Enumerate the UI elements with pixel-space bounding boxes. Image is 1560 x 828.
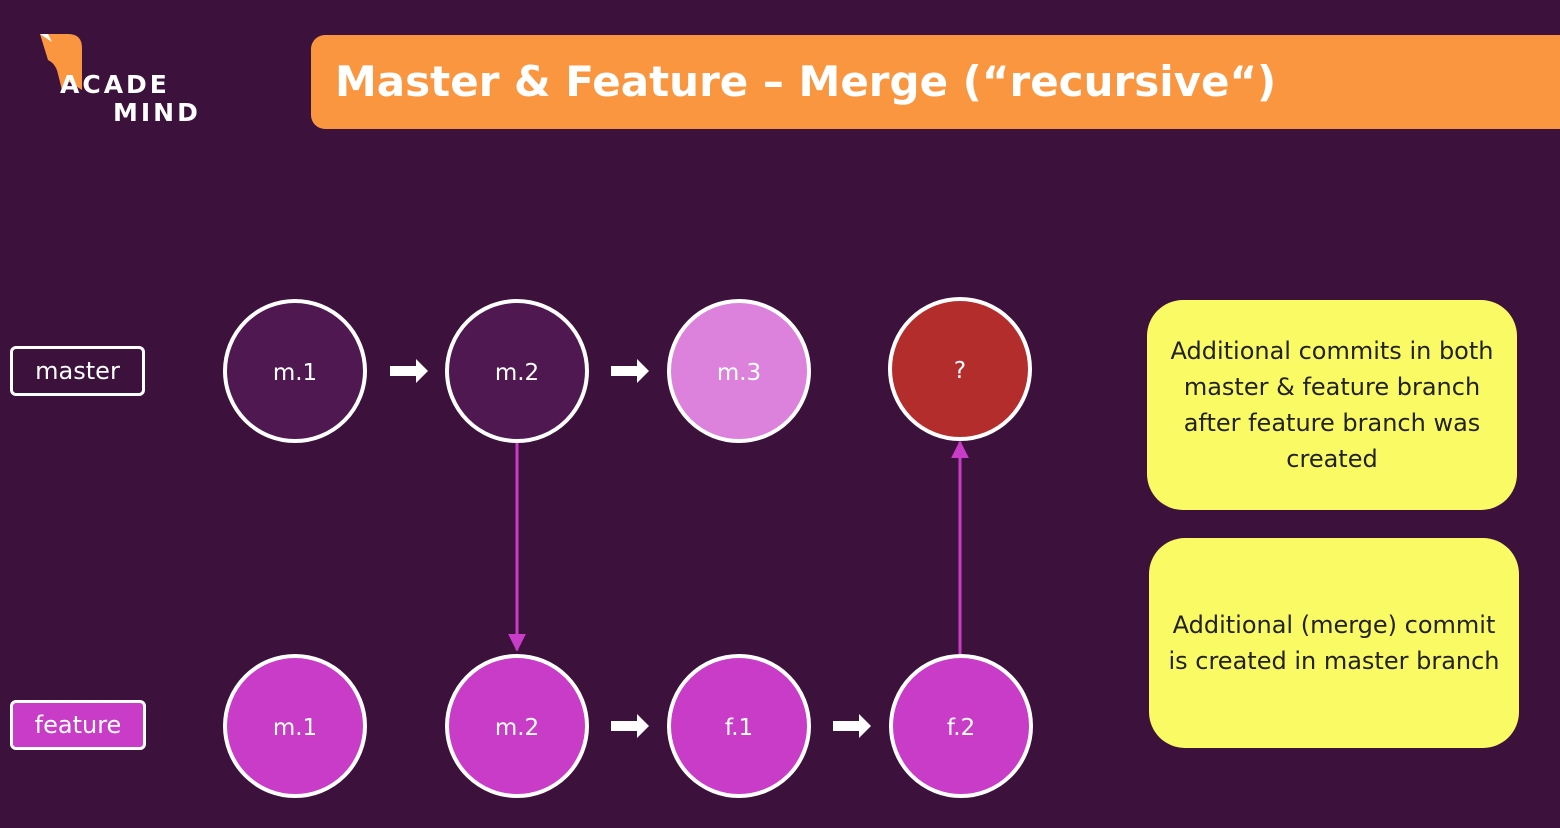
title-bar: Master & Feature – Merge (“recursive“)	[311, 35, 1560, 129]
commit-label: m.2	[495, 360, 539, 386]
master-branch-label: master	[10, 346, 145, 396]
arrow-icon	[390, 359, 428, 383]
merge-commit: ?	[888, 297, 1032, 441]
feature-commit-2: m.2	[445, 654, 589, 798]
academind-logo: ACADE MIND	[38, 32, 198, 127]
master-commit-1: m.1	[223, 299, 367, 443]
commit-label: m.2	[495, 715, 539, 741]
slide-title: Master & Feature – Merge (“recursive“)	[335, 57, 1277, 106]
commit-label: m.3	[717, 360, 761, 386]
arrow-icon	[833, 714, 871, 738]
master-commit-2: m.2	[445, 299, 589, 443]
logo-text-line2: MIND	[113, 98, 201, 127]
arrow-icon	[611, 714, 649, 738]
master-commit-3: m.3	[667, 299, 811, 443]
note-merge-commit: Additional (merge) commit is created in …	[1149, 538, 1519, 748]
feature-commit-1: m.1	[223, 654, 367, 798]
feature-commit-4: f.2	[889, 654, 1033, 798]
logo-text-line1: ACADE	[60, 70, 170, 99]
note-additional-commits: Additional commits in both master & feat…	[1147, 300, 1517, 510]
commit-label: m.1	[273, 360, 317, 386]
commit-graph: m.1 m.2 m.3 ? m.1 m.2 f.1 f.2	[223, 297, 1033, 798]
arrow-icon	[611, 359, 649, 383]
logo-bookmark-icon	[40, 34, 82, 90]
commit-label: ?	[954, 358, 966, 384]
commit-label: f.1	[725, 715, 753, 741]
commit-label: f.2	[947, 715, 975, 741]
feature-commit-3: f.1	[667, 654, 811, 798]
commit-label: m.1	[273, 715, 317, 741]
feature-branch-label: feature	[10, 700, 146, 750]
